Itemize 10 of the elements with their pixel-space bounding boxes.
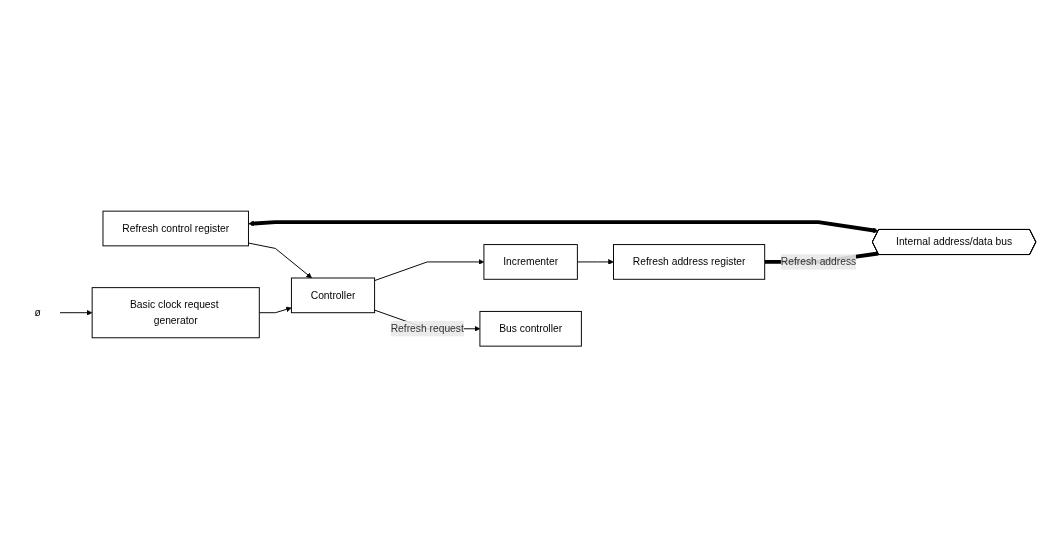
arrow (248, 220, 879, 234)
node-box: Basic clock request generator (91, 287, 260, 339)
node-box: Incrementer (483, 244, 578, 281)
node-box: Controller (290, 277, 376, 314)
node-text: ø (34, 307, 41, 319)
edge-label: Refresh request (390, 323, 464, 335)
node-box: Refresh address register (613, 244, 766, 281)
node-box: Refresh control register (102, 211, 249, 247)
node-box: Bus controller (479, 311, 582, 347)
edge-label: Refresh address (780, 256, 857, 268)
